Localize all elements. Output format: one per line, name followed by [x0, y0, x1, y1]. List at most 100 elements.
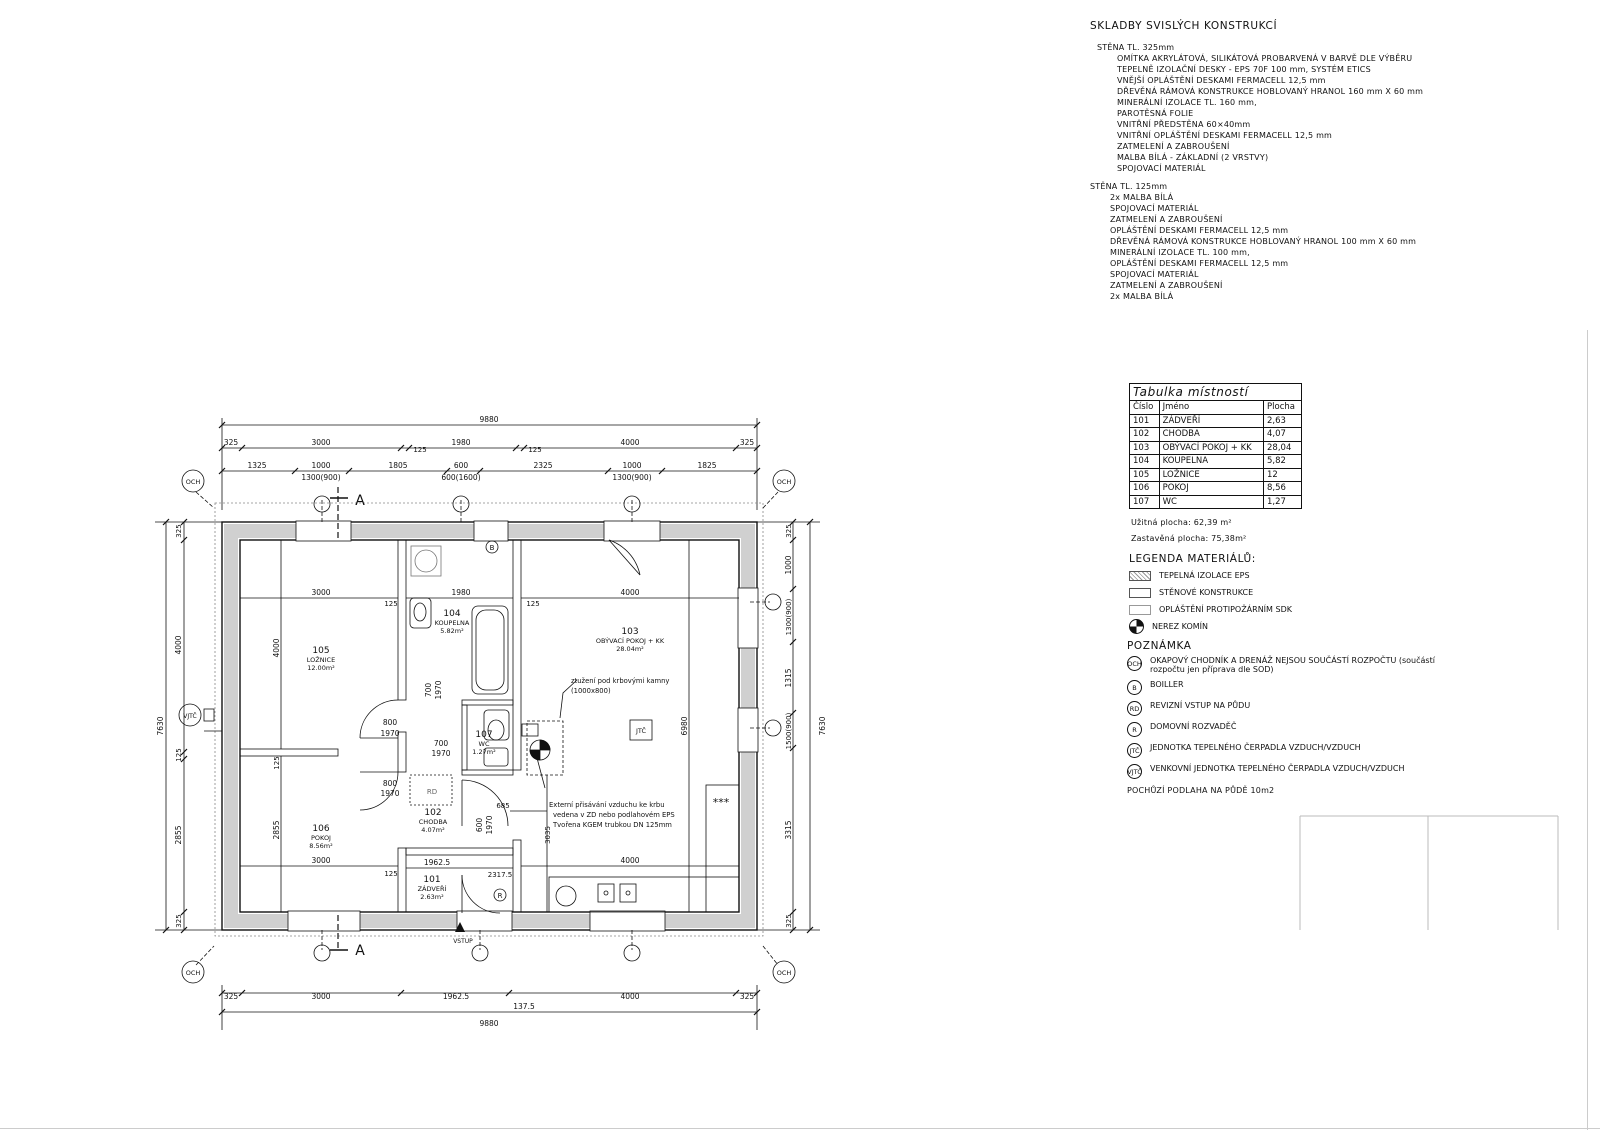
- jtc-symbol: JTČ: [635, 726, 647, 735]
- layer-line: OPLÁŠTĚNÍ DESKAMI FERMACELL 12,5 mm: [1110, 259, 1289, 268]
- boiler-symbol: B: [490, 544, 495, 552]
- note-symbol-icon: R: [1127, 722, 1142, 737]
- door-dim: 1970: [485, 815, 494, 834]
- chimney-icon: [1129, 619, 1144, 634]
- dim-text: 325: [785, 524, 793, 537]
- dim-text: 4000: [620, 438, 639, 447]
- stars-symbol: ***: [713, 796, 730, 809]
- dim-text: 1000: [784, 555, 793, 574]
- vent-note: vedena v ZD nebo podlahovém EPS: [553, 811, 675, 819]
- room-102-name: CHODBA: [419, 818, 448, 826]
- dim-text: 7630: [156, 716, 165, 735]
- note-item: OCH OKAPOVÝ CHODNÍK A DRENÁŽ NEJSOU SOUČÁ…: [1127, 656, 1435, 674]
- layer-line: SPOJOVACÍ MATERIÁL: [1117, 164, 1206, 173]
- note-symbol-icon: B: [1127, 680, 1142, 695]
- usable-area: Užitná plocha: 62,39 m²: [1131, 518, 1232, 527]
- dim-text: 2855: [272, 820, 281, 839]
- room-101-number: 101: [423, 875, 440, 885]
- dim-text: 125: [528, 446, 541, 454]
- door-dim: 600: [475, 818, 484, 833]
- dim-text: 125: [273, 756, 281, 769]
- dim-text: 3035: [544, 826, 552, 844]
- dim-text: 325: [224, 992, 239, 1001]
- legend-chimney: NEREZ KOMÍN: [1129, 618, 1292, 635]
- room-number-cell: 107: [1129, 494, 1160, 509]
- dim-text: 1315: [784, 668, 793, 687]
- room-105-area: 12.00m²: [307, 664, 335, 672]
- door-dim: 800: [383, 779, 398, 788]
- vent-note: Tvořena KGEM trubkou DN 125mm: [552, 821, 672, 829]
- room-number-cell: 104: [1129, 454, 1160, 469]
- layer-line: TEPELNĚ IZOLAČNÍ DESKY - EPS 70F 100 mm,…: [1117, 65, 1371, 74]
- note-item: B BOILLER: [1127, 680, 1427, 695]
- rd-symbol: RD: [427, 788, 437, 796]
- room-number-cell: 103: [1129, 440, 1160, 455]
- room-101-area: 2.63m²: [420, 893, 444, 901]
- legend-walls: STĚNOVÉ KONSTRUKCE: [1129, 584, 1292, 601]
- dim-text: 1825: [697, 461, 716, 470]
- dim-text: 3315: [784, 820, 793, 839]
- note-symbol-icon: VJTČ: [1127, 764, 1142, 779]
- room-101-name: ZÁDVEŘÍ: [418, 884, 447, 893]
- layer-line: SPOJOVACÍ MATERIÁL: [1110, 270, 1199, 279]
- note-text: REVIZNÍ VSTUP NA PŮDU: [1150, 701, 1251, 710]
- dim-text: 600: [454, 461, 469, 470]
- room-area-cell: 12: [1263, 467, 1302, 482]
- floor-plan: 9880 325 3000 125 1980 125 4000 325 1325…: [155, 415, 827, 1030]
- dim-text: 4000: [272, 638, 281, 657]
- sdk-swatch: [1129, 604, 1151, 615]
- room-name-cell: CHODBA: [1158, 427, 1265, 442]
- dim-text: 325: [740, 438, 755, 447]
- room-name-cell: LOŽNICE: [1158, 467, 1265, 482]
- dim-text: 4000: [620, 856, 639, 865]
- dim-text: 125: [384, 600, 397, 608]
- layer-line: PAROTĚSNÁ FOLIE: [1117, 109, 1194, 118]
- dim-text: 1300(900): [785, 598, 793, 635]
- layer-line: 2x MALBA BÍLÁ: [1110, 193, 1174, 202]
- vent-note: Externí přisávání vzduchu ke krbu: [549, 801, 665, 809]
- door-dim: 700: [434, 739, 449, 748]
- note-text: DOMOVNÍ ROZVADĚČ: [1150, 722, 1237, 731]
- room-number-cell: 105: [1129, 467, 1160, 482]
- dim-text: 1300(900): [612, 473, 651, 482]
- dim-text: 6980: [680, 716, 689, 735]
- layer-line: SPOJOVACÍ MATERIÁL: [1110, 204, 1199, 213]
- room-103-name: OBÝVACÍ POKOJ + KK: [596, 636, 665, 645]
- och-label: OCH: [186, 969, 201, 977]
- layer-line: DŘEVĚNÁ RÁMOVÁ KONSTRUKCE HOBLOVANÝ HRAN…: [1117, 87, 1424, 96]
- wall-125-label: STĚNA TL. 125mm: [1090, 182, 1168, 191]
- room-106-area: 8.56m²: [309, 842, 333, 850]
- entry-label: VSTUP: [453, 938, 473, 945]
- room-103-area: 28.04m²: [616, 645, 644, 653]
- note-text: BOILLER: [1150, 680, 1184, 689]
- room-102-area: 4.07m²: [421, 826, 445, 834]
- room-104-name: KOUPELNA: [435, 619, 470, 627]
- dim-text: 1300(900): [301, 473, 340, 482]
- dim-text: 325: [740, 992, 755, 1001]
- rooms-table: Tabulka místností Číslo Jméno Plocha 101…: [1129, 383, 1302, 509]
- wall-spec: SKLADBY SVISLÝCH KONSTRUKCÍ STĚNA TL. 32…: [1090, 20, 1550, 302]
- dim-text: 1000: [311, 461, 330, 470]
- note-item: R DOMOVNÍ ROZVADĚČ: [1127, 722, 1427, 737]
- room-102-number: 102: [424, 808, 441, 818]
- dim-text: 1805: [388, 461, 407, 470]
- dim-text: 685: [496, 802, 509, 810]
- note-symbol-icon: OCH: [1127, 656, 1142, 671]
- dim-text: 125: [175, 748, 183, 761]
- walls-swatch: [1129, 587, 1151, 598]
- door-dim: 1970: [380, 729, 399, 738]
- note-text: OKAPOVÝ CHODNÍK A DRENÁŽ NEJSOU SOUČÁSTÍ…: [1150, 656, 1435, 665]
- room-area-cell: 8,56: [1263, 481, 1302, 496]
- och-label: OCH: [777, 478, 792, 486]
- section-mark-top: A: [355, 493, 365, 509]
- spec-title: SKLADBY SVISLÝCH KONSTRUKCÍ: [1090, 20, 1278, 32]
- layer-line: ZATMELENÍ A ZABROUŠENÍ: [1110, 215, 1223, 224]
- dim-text: 1980: [451, 438, 470, 447]
- room-area-cell: 28,04: [1263, 440, 1302, 455]
- r-symbol: R: [498, 892, 503, 900]
